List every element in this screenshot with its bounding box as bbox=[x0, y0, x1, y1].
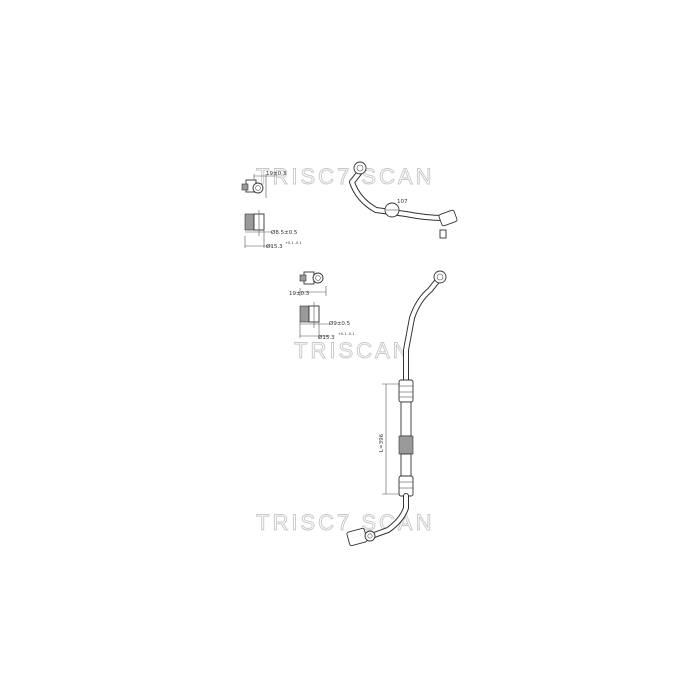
upper-pipe-left-eye bbox=[353, 161, 367, 175]
hose-length-dimension: L=396 bbox=[379, 433, 385, 452]
middle-fitting-detail: 19±0.3 Ø9±0.5 Ø15.3 +0.1 -0.1 bbox=[289, 271, 354, 341]
upper-pipe-right-nut bbox=[439, 229, 447, 239]
hose-bottom-eye bbox=[364, 530, 376, 542]
middle-section-hatch bbox=[299, 305, 310, 323]
upper-pipe: 107 bbox=[349, 161, 458, 239]
upper-outer-tolerance: +0.1 -0.1 bbox=[285, 241, 301, 245]
upper-outer-diameter: Ø15.3 bbox=[266, 243, 283, 250]
main-hose-assembly: L=396 bbox=[346, 270, 447, 547]
hose-body-lower bbox=[400, 453, 412, 477]
upper-fitting-detail: 19±0.3 Ø8.5±0.5 Ø15.3 +0.1 -0.1 bbox=[241, 171, 301, 250]
upper-pipe-right-fitting bbox=[438, 209, 458, 227]
middle-outer-diameter: Ø15.3 bbox=[318, 334, 335, 341]
upper-pipe-label: 107 bbox=[397, 199, 408, 205]
upper-section-hatch bbox=[244, 213, 255, 231]
upper-width-dimension: 19±0.3 bbox=[266, 171, 287, 177]
middle-outer-tolerance: +0.1 -0.1 bbox=[338, 332, 354, 336]
middle-inner-diameter: Ø9±0.5 bbox=[329, 320, 351, 327]
hose-body-upper bbox=[400, 401, 412, 437]
hose-top-ferrule bbox=[398, 379, 414, 403]
watermark-middle: TRISCAN bbox=[294, 338, 412, 363]
hose-top-eye bbox=[433, 270, 447, 284]
upper-inner-diameter: Ø8.5±0.5 bbox=[271, 229, 298, 236]
middle-width-dimension: 19±0.3 bbox=[289, 291, 310, 297]
hose-middle-sleeve bbox=[398, 435, 414, 455]
watermark-top: TRISC7 SCAN bbox=[256, 164, 434, 189]
upper-fitting-eye bbox=[252, 182, 264, 194]
middle-fitting-eye bbox=[312, 272, 324, 284]
watermark-bottom: TRISC7 SCAN bbox=[256, 510, 434, 535]
